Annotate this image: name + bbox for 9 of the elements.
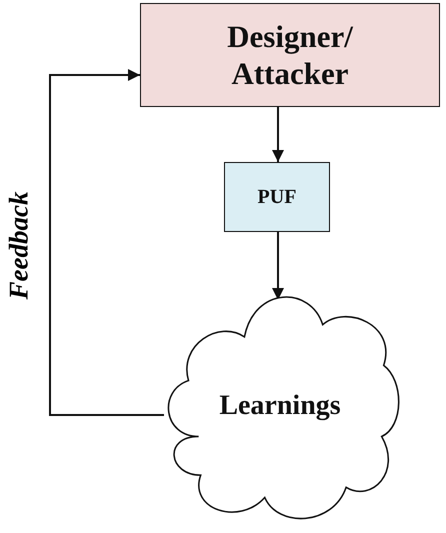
arrow bbox=[49, 69, 164, 416]
actor-box bbox=[140, 3, 440, 107]
node-label: Learnings bbox=[219, 389, 341, 423]
node-label: Designer/ Attacker bbox=[226, 18, 354, 92]
edge-label: Feedback bbox=[2, 191, 34, 299]
process-box bbox=[224, 162, 330, 232]
arrow bbox=[272, 232, 284, 300]
node-label: PUF bbox=[258, 185, 296, 209]
arrow bbox=[272, 107, 284, 162]
